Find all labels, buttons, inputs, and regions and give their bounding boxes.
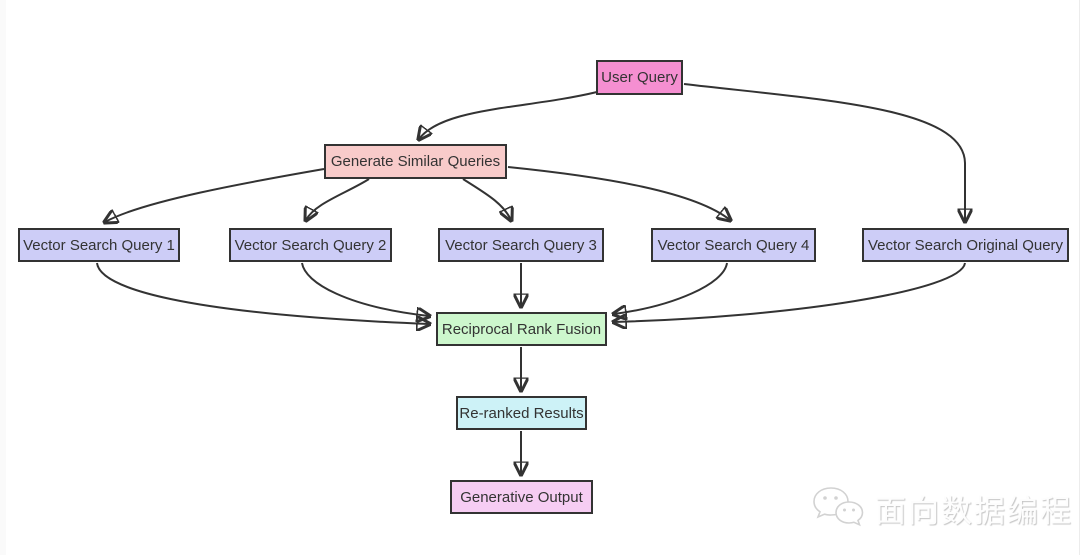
edge-user-query-to-vector-search-original: [683, 83, 965, 221]
node-vector-search-query-3: Vector Search Query 3: [438, 228, 604, 262]
node-generative-output: Generative Output: [450, 480, 593, 514]
node-reciprocal-rank-fusion: Reciprocal Rank Fusion: [436, 312, 607, 346]
flow-edges-layer: [96, 83, 1080, 555]
edge-query4-to-fusion: [614, 262, 728, 314]
edge-generate-similar-to-query1: [105, 168, 325, 222]
node-user-query: User Query: [596, 60, 683, 95]
edge-user-query-to-generate-similar: [419, 91, 598, 139]
node-vector-search-query-4: Vector Search Query 4: [651, 228, 816, 262]
node-re-ranked-results: Re-ranked Results: [456, 396, 587, 430]
node-vector-search-query-2: Vector Search Query 2: [229, 228, 392, 262]
node-generate-similar-queries: Generate Similar Queries: [324, 144, 507, 179]
watermark: 面向数据编程: [811, 485, 1073, 531]
edge-generate-similar-to-query4: [507, 166, 730, 220]
wechat-icon: [813, 487, 864, 527]
edge-query2-to-fusion: [301, 262, 429, 316]
edge-query1-to-fusion: [96, 262, 429, 324]
edge-generate-similar-to-query2: [306, 178, 370, 220]
edge-generate-similar-to-query3: [462, 178, 511, 220]
edge-original-to-fusion: [614, 262, 966, 322]
node-vector-search-original-query: Vector Search Original Query: [862, 228, 1069, 262]
node-vector-search-query-1: Vector Search Query 1: [18, 228, 180, 262]
watermark-text: 面向数据编程: [875, 493, 1073, 529]
